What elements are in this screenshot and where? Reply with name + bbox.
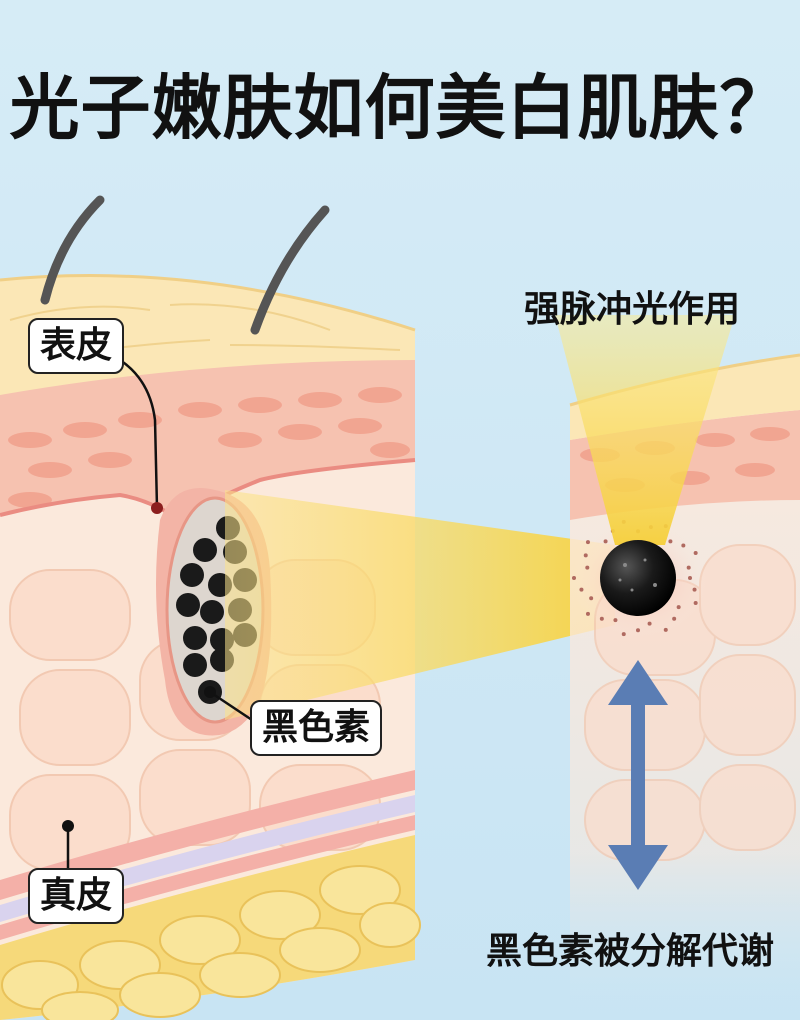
melanin-fragment [585,540,590,545]
melanin-granule [183,626,207,650]
melanin-granule [183,653,207,677]
melanin-fragment [676,605,681,610]
light-beam-horizontal [225,490,615,720]
melanin-fragment [583,553,588,558]
dermis-label: 真皮 [28,868,125,924]
melanin-fragment [693,600,698,605]
melanin-fragment [688,576,692,580]
light-beam-vertical [555,315,735,545]
melanin-fragment [686,565,691,570]
metabolism-arrow [608,660,668,890]
melanin-fragment [585,565,590,570]
epidermis-leader [119,358,159,509]
melanin-granule [176,593,200,617]
melanin-fragment [585,611,590,616]
melanin-label: 黑色素 [250,700,383,756]
epidermis-label: 表皮 [28,318,125,374]
page-title: 光子嫩肤如何美白肌肤？ [9,67,791,149]
melanin-fragment [621,632,626,637]
melanin-fragment [668,539,673,544]
melanin-fragment [603,539,608,544]
ipl-label: 强脉冲光作用 [524,289,741,330]
melanin-fragment [672,616,677,621]
melanin-fragment [613,618,618,623]
melanin-fragment [693,551,698,556]
melanin-fragment [599,616,604,621]
melanin-fragment [692,587,697,592]
melanin-leader [209,690,256,724]
melanin-fragment [647,621,652,626]
melanin-fragment [636,628,640,633]
melanin-granule [200,600,224,624]
melanin-fragment [663,627,668,632]
melanin-particle [600,540,676,616]
melanin-granule [193,538,217,562]
melanin-fragment [681,543,686,548]
melanin-fragment [589,596,594,601]
metabolize-label: 黑色素被分解代谢 [486,931,775,972]
melanin-granule [180,563,204,587]
melanin-fragment [572,576,576,580]
melanin-fragment [579,587,584,592]
